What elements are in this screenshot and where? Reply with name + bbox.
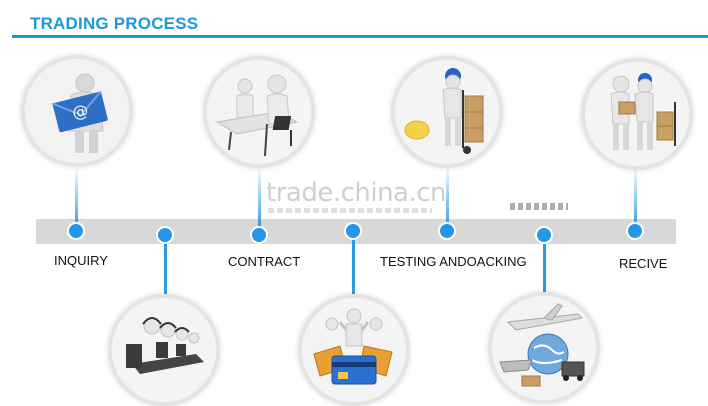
- step-image-inquiry: @: [25, 59, 129, 163]
- stem-payment: [352, 232, 355, 298]
- step-label-testing: TESTING ANDOACKING: [380, 254, 527, 269]
- payment-card-icon: [302, 298, 406, 402]
- step-image-recive: [585, 62, 689, 166]
- stem-inquiry: [75, 165, 78, 230]
- stem-recive: [634, 165, 637, 230]
- call-center-icon: [112, 298, 216, 402]
- delivery-hand-truck-icon: [395, 60, 499, 164]
- timeline-dot-testing: [438, 222, 456, 240]
- watermark-strip-2: [510, 203, 568, 210]
- page-title: TRADING PROCESS: [30, 14, 199, 33]
- email-envelope-icon: @: [25, 59, 129, 163]
- timeline-dot-shipping: [535, 226, 553, 244]
- stem-contract: [258, 165, 261, 230]
- step-label-inquiry: INQUIRY: [54, 253, 108, 268]
- package-receive-icon: [585, 62, 689, 166]
- timeline-dot-payment: [344, 222, 362, 240]
- step-image-shipping: [492, 296, 596, 400]
- timeline-dot-recive: [626, 222, 644, 240]
- watermark-strip: [268, 208, 432, 213]
- step-image-payment: [302, 298, 406, 402]
- step-label-recive: RECIVE: [619, 256, 668, 271]
- shipping-globe-plane-icon: [492, 296, 596, 400]
- timeline-dot-inquiry: [67, 222, 85, 240]
- stem-testing: [446, 165, 449, 230]
- stem-service: [164, 236, 167, 304]
- step-image-service: [112, 298, 216, 402]
- step-image-contract: [207, 60, 311, 164]
- svg-text:@: @: [70, 100, 90, 122]
- step-label-contract: CONTRACT: [228, 254, 301, 269]
- step-image-testing: [395, 60, 499, 164]
- timeline-dot-contract: [250, 226, 268, 244]
- meeting-table-icon: [207, 60, 311, 164]
- timeline-dot-service: [156, 226, 174, 244]
- watermark: trade.china.cn: [266, 178, 447, 208]
- title-underline: [12, 35, 708, 38]
- stem-shipping: [543, 236, 546, 296]
